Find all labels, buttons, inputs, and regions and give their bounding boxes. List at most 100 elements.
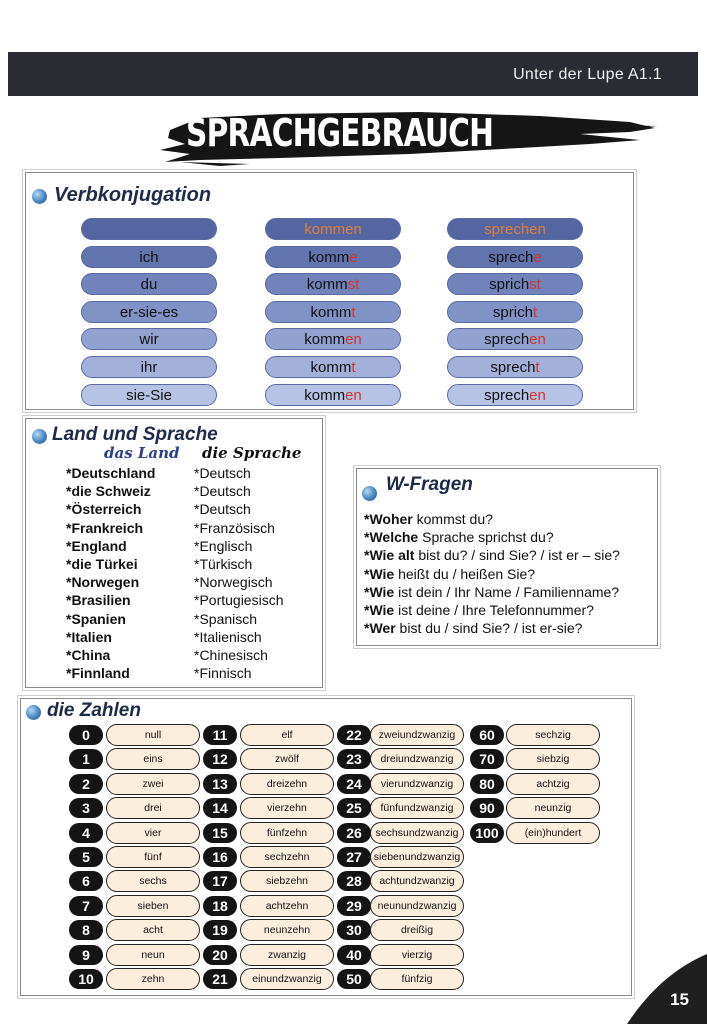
question-rest: ist dein / Ihr Name / Familienname? [394,583,620,600]
number-badge: 8 [69,920,103,941]
number-badge: 29 [337,895,371,916]
number-badge: 70 [470,749,504,770]
question-rest: ist deine / Ihre Telefonnummer? [394,602,594,618]
sprechen-form-pill: sprechen [447,383,583,406]
language-item: *Türkisch [194,556,253,573]
number-word: (ein)hundert [506,821,600,844]
number-badge: 60 [470,725,504,745]
w-question: *Woher kommst du? [364,510,493,528]
language-item: *Italienisch [194,628,262,645]
verb-ending: t [351,303,356,321]
sprechen-form-pill: sprechen [447,328,583,351]
number-badge: 7 [69,895,103,916]
number-badge: 14 [203,798,237,819]
question-word: *Welche [364,529,419,546]
number-badge: 0 [69,725,103,745]
col-header-sprache: die Sprache [202,444,302,462]
header-bar: Unter der Lupe A1.1 [8,52,698,96]
number-badge: 12 [203,749,237,770]
number-badge: 1 [69,749,103,770]
language-item: *Finnisch [194,665,252,682]
number-badge: 90 [470,798,504,819]
kommen-form-pill: kommen [265,328,401,351]
question-word: *Woher [364,511,413,527]
zahlen-section-title: die Zahlen [47,700,141,721]
number-badge: 25 [337,798,371,819]
verb-ending: en [345,386,362,404]
language-item: *Deutsch [194,465,251,481]
number-badge: 3 [69,798,103,819]
language-item: *Portugiesisch [194,592,284,609]
land-panel [22,415,326,691]
number-badge: 18 [203,895,237,916]
section-bullet-icon [26,705,41,720]
verb-ending: e [349,248,358,266]
pronoun-pill: sie-Sie [81,383,217,406]
country-item: *Brasilien [66,592,131,609]
number-badge: 9 [69,944,103,965]
country-item: *Spanien [66,610,126,627]
w-question: *Welche Sprache sprichst du? [364,528,554,546]
number-word: vierzehn [240,797,334,820]
verb-stem: sprech [484,386,530,404]
number-badge: 50 [337,969,371,989]
page-number: 15 [670,990,689,1009]
section-bullet-icon [362,486,377,501]
number-badge: 6 [69,871,103,892]
question-rest: bist du / sind Sie? / ist er-sie? [395,620,583,637]
pronoun-pill: wir [81,328,217,351]
verb-stem: komm [308,248,350,266]
number-word: zwanzig [240,943,334,966]
verb-stem: komm [310,359,352,376]
kommen-form-pill: kommt [265,356,401,378]
number-word: neunzig [506,797,600,820]
sprechen-form-pill: sprecht [447,356,583,378]
verb-stem: sprech [490,359,536,376]
verb-stem: komm [306,276,348,294]
verb-ending: e [533,248,542,266]
language-list: *Deutsch*Deutsch*Deutsch*Französisch*Eng… [194,464,284,682]
number-badge: 100 [470,822,504,843]
number-badge: 22 [337,725,371,745]
verb-ending: t [535,359,540,376]
verb-stem: sprech [488,248,534,266]
country-item: *England [66,537,127,554]
number-badge: 26 [337,822,371,843]
number-word: eins [106,748,200,771]
language-item: *Chinesisch [194,647,268,664]
number-badge: 11 [203,725,237,745]
number-word: fünfzig [370,968,464,990]
number-word: neun [106,943,200,966]
verb-ending: t [532,303,538,321]
number-badge: 19 [203,920,237,941]
kommen-form-pill: komme [265,245,401,268]
kommen-form-pill: kommen [265,383,401,406]
number-badge: 30 [337,920,371,941]
infinitive-text: kommen [304,221,362,238]
number-badge: 21 [203,969,237,989]
kommen-form-pill: kommt [265,300,401,323]
number-badge: 80 [470,773,504,794]
verb-ending: en [529,386,546,404]
verb-stem: sprich [492,303,533,321]
number-badge: 40 [337,944,371,965]
number-word: vierzig [370,943,464,966]
verb-stem: sprich [489,276,530,294]
w-question: *Wie ist deine / Ihre Telefonnummer? [364,601,594,619]
question-word: *Wie [364,602,395,618]
verb-stem: komm [304,331,346,349]
number-word: acht [106,919,200,942]
question-word: *Wie [364,583,395,600]
number-badge: 13 [203,773,237,794]
sprechen-form-pill: spricht [447,300,583,323]
number-word: fünfundzwanzig [370,797,464,820]
question-word: *Wie alt [364,547,415,564]
country-item: *Italien [66,628,112,645]
number-word: einundzwanzig [240,968,334,990]
number-badge: 28 [337,871,371,892]
number-word: vier [106,821,200,844]
wfragen-panel [353,465,661,649]
verb-stem: sprech [484,331,530,349]
wfragen-section-title: W-Fragen [386,474,473,495]
w-question: *Wie heißt du / heißen Sie? [364,565,535,583]
